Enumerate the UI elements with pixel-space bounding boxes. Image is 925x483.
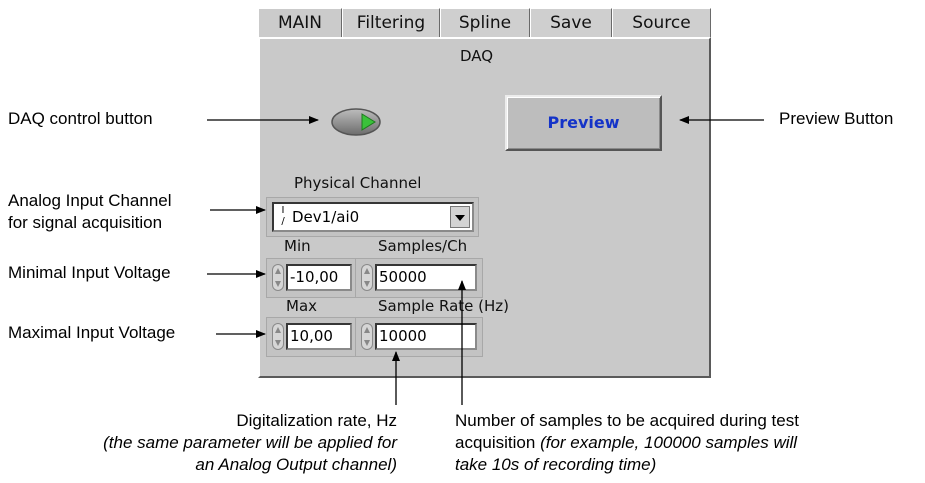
min-label: Min xyxy=(284,237,311,255)
annotation-digitalization-2: (the same parameter will be applied for xyxy=(103,433,397,452)
tab-save[interactable]: Save xyxy=(530,8,612,38)
tab-filtering-label: Filtering xyxy=(356,13,426,33)
tab-source-label: Source xyxy=(632,13,691,33)
preview-button[interactable]: Preview xyxy=(505,95,662,151)
sample-rate-spinner[interactable] xyxy=(361,323,373,350)
tab-filtering[interactable]: Filtering xyxy=(342,8,440,38)
dropdown-button[interactable] xyxy=(450,206,470,228)
annotation-min-voltage: Minimal Input Voltage xyxy=(8,263,171,282)
sample-rate-input[interactable]: 10000 xyxy=(375,323,477,350)
tab-main[interactable]: MAIN xyxy=(258,8,342,38)
min-spinner[interactable] xyxy=(272,264,284,291)
max-input[interactable]: 10,00 xyxy=(286,323,352,350)
panel-title: DAQ xyxy=(460,47,494,65)
sample-rate-label: Sample Rate (Hz) xyxy=(378,297,510,315)
annotation-samples-2-plain: acquisition xyxy=(455,433,541,452)
physical-channel-value: Dev1/ai0 xyxy=(292,208,360,226)
chevron-down-icon xyxy=(455,215,465,221)
tab-main-label: MAIN xyxy=(277,13,323,33)
annotation-analog-channel-2: for signal acquisition xyxy=(8,213,163,232)
samples-per-ch-spinner[interactable] xyxy=(361,264,373,291)
annotation-digitalization-1: Digitalization rate, Hz xyxy=(236,411,397,430)
annotation-samples-2-em: (for example, 100000 samples will xyxy=(540,433,798,452)
tab-save-label: Save xyxy=(550,13,592,33)
tab-source[interactable]: Source xyxy=(612,8,711,38)
daq-led-icon xyxy=(331,108,381,136)
max-spinner[interactable] xyxy=(272,323,284,350)
annotation-samples-1: Number of samples to be acquired during … xyxy=(455,411,799,430)
annotation-max-voltage: Maximal Input Voltage xyxy=(8,323,176,342)
annotation-samples-3: take 10s of recording time) xyxy=(455,455,657,474)
physical-channel-label: Physical Channel xyxy=(294,174,422,192)
annotation-daq-control: DAQ control button xyxy=(8,109,153,128)
preview-button-label: Preview xyxy=(547,113,620,132)
tab-spline[interactable]: Spline xyxy=(440,8,530,38)
samples-per-ch-label: Samples/Ch xyxy=(378,237,468,255)
daq-control-button[interactable] xyxy=(330,107,382,137)
max-label: Max xyxy=(286,297,318,315)
min-input[interactable]: -10,00 xyxy=(286,264,352,291)
physical-channel-select[interactable]: I/ Dev1/ai0 xyxy=(272,202,474,232)
annotation-preview: Preview Button xyxy=(779,109,894,128)
annotation-samples-2: acquisition (for example, 100000 samples… xyxy=(455,433,797,453)
annotation-analog-channel-1: Analog Input Channel xyxy=(8,191,172,210)
tab-spline-label: Spline xyxy=(458,13,512,33)
io-icon: I/ xyxy=(281,205,285,227)
annotation-digitalization-3: an Analog Output channel) xyxy=(195,455,397,474)
